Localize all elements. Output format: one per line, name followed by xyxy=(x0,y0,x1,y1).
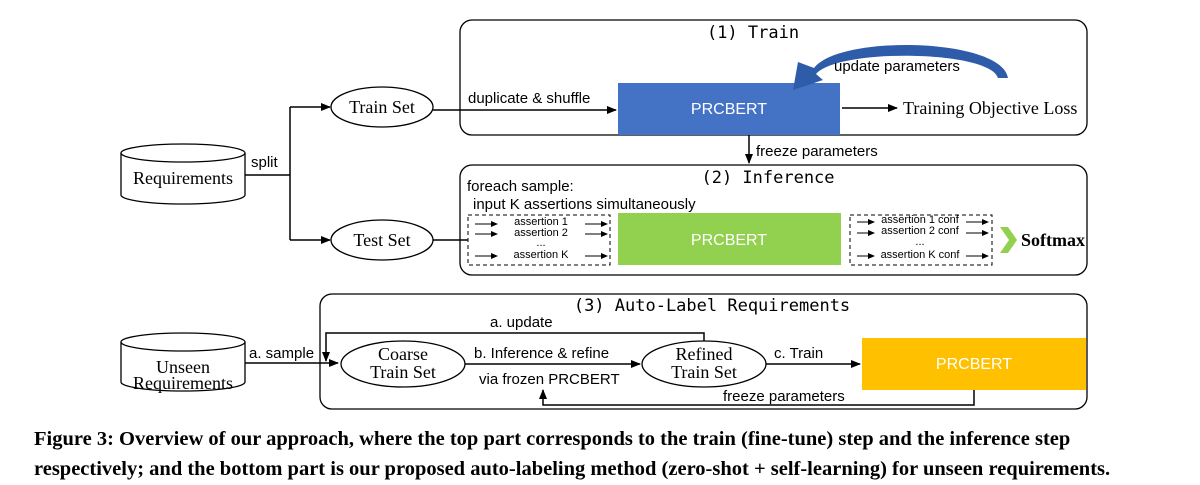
refined-label-line1: Refined xyxy=(676,344,733,364)
foreach-sample-label: foreach sample: xyxy=(467,178,574,195)
coarse-label-line2: Train Set xyxy=(370,362,436,382)
coarse-label-line1: Coarse xyxy=(378,344,428,364)
softmax-label: Softmax xyxy=(1021,230,1085,250)
training-loss-label: Training Objective Loss xyxy=(903,98,1077,118)
train-set-label: Train Set xyxy=(349,97,415,117)
a-update-label: a. update xyxy=(490,314,553,331)
assertion-item: ... xyxy=(536,237,545,249)
autolabel-section-box xyxy=(319,293,1088,410)
input-k-assertions-label: input K assertions simultaneously xyxy=(473,196,696,213)
split-label: split xyxy=(251,154,279,171)
figure-caption: Figure 3: Overview of our approach, wher… xyxy=(34,428,1111,480)
c-train-label: c. Train xyxy=(774,345,823,362)
inference-section-box xyxy=(459,164,1088,276)
prcbert-train-box xyxy=(618,83,840,135)
test-set-label: Test Set xyxy=(353,230,410,250)
unseen-label-line1: Unseen xyxy=(156,357,210,377)
unseen-requirements-database: Unseen Requirements xyxy=(120,332,246,393)
freeze-parameters-2-label: freeze parameters xyxy=(723,388,845,405)
duplicate-shuffle-label: duplicate & shuffle xyxy=(468,90,590,107)
softmax-chevron xyxy=(1000,227,1017,253)
autolabel-section-title: (3) Auto-Label Requirements xyxy=(574,296,850,316)
confidence-item: assertion K conf xyxy=(881,249,961,261)
prcbert-auto-box xyxy=(862,338,1086,390)
freeze-parameters-label: freeze parameters xyxy=(756,143,878,160)
train-section-title: (1) Train xyxy=(707,23,799,43)
confidence-item: ... xyxy=(915,236,924,248)
requirements-database: Requirements xyxy=(120,143,246,205)
assertion-item: assertion K xyxy=(513,249,569,261)
via-frozen-label: via frozen PRCBERT xyxy=(479,371,620,388)
update-parameters-label: update parameters xyxy=(834,58,960,75)
update-parameters-arrow xyxy=(793,45,1008,90)
assertion-item: assertion 2 xyxy=(514,227,568,239)
a-sample-label: a. sample xyxy=(249,345,314,362)
assertions-box xyxy=(467,214,611,266)
prcbert-train-label: PRCBERT xyxy=(691,101,767,118)
inference-section-title: (2) Inference xyxy=(701,168,834,188)
confidence-item: assertion 2 conf xyxy=(881,225,960,237)
approach-diagram: (1) Train (2) Inference (3) Auto-Label R… xyxy=(120,19,1088,410)
requirements-label: Requirements xyxy=(133,168,233,188)
assertion-item: assertion 1 xyxy=(514,216,568,228)
prcbert-auto-label: PRCBERT xyxy=(936,356,1012,373)
b-inference-label: b. Inference & refine xyxy=(474,345,609,362)
train-set-node xyxy=(330,86,434,128)
prcbert-infer-label: PRCBERT xyxy=(691,232,767,249)
confidence-item: assertion 1 conf xyxy=(881,214,960,226)
confidence-box xyxy=(849,214,993,266)
unseen-label-line2: Requirements xyxy=(133,373,233,393)
prcbert-infer-box xyxy=(618,213,841,265)
refined-label-line2: Train Set xyxy=(671,362,737,382)
